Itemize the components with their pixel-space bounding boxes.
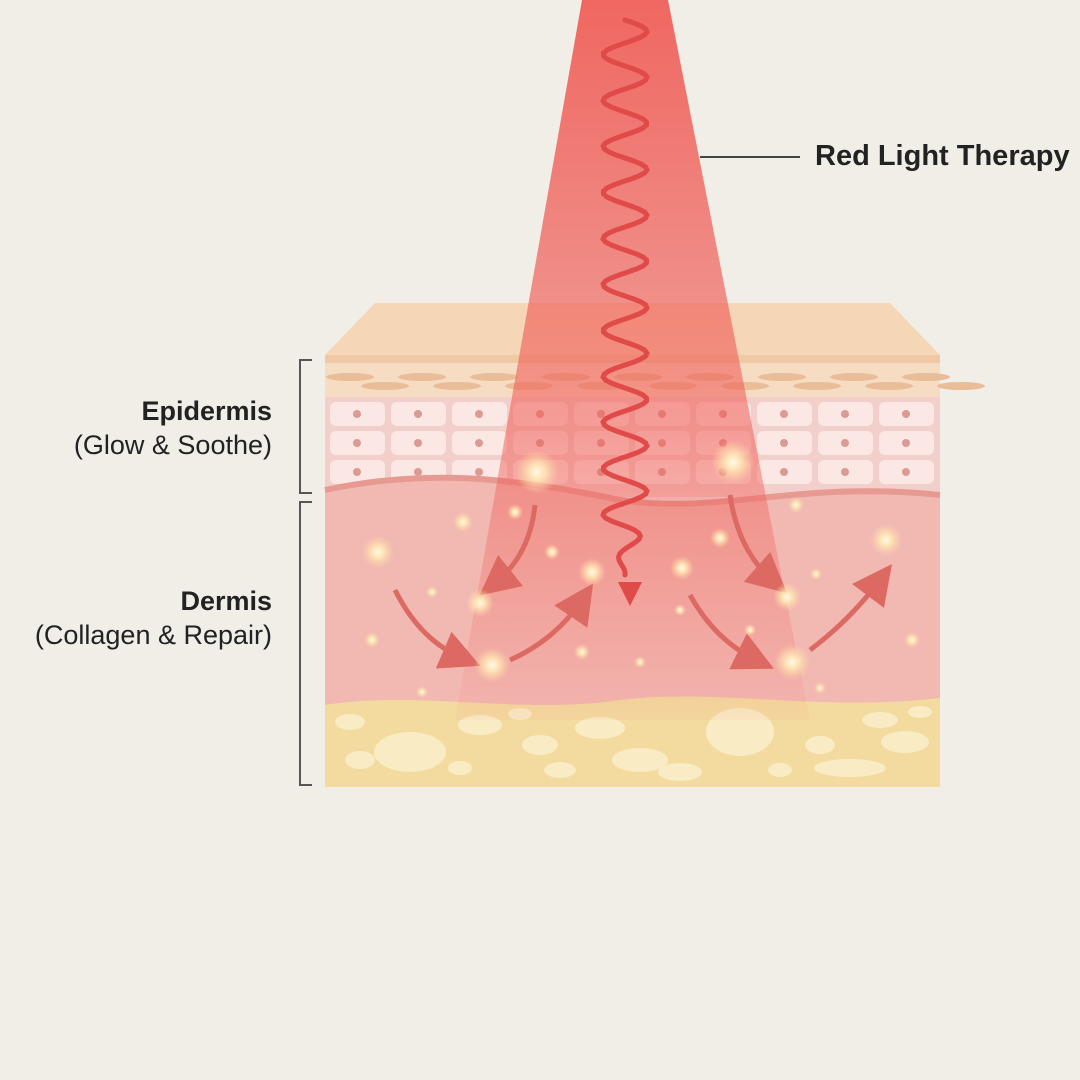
glow-particle — [788, 497, 804, 513]
fat-cell — [575, 717, 625, 739]
glow-particle — [810, 568, 822, 580]
cell-nucleus — [414, 439, 422, 447]
glow-particle — [710, 528, 730, 548]
surface-oval — [470, 373, 518, 381]
glow-particle — [670, 556, 694, 580]
energy-arrow — [479, 504, 538, 596]
energy-arrow — [687, 593, 774, 670]
cell-nucleus — [841, 439, 849, 447]
glow-particle — [574, 644, 590, 660]
glow-particle — [904, 632, 920, 648]
glow-particle — [674, 604, 686, 616]
epidermis-title: Epidermis — [141, 396, 272, 426]
cell-nucleus — [841, 468, 849, 476]
fat-cell — [805, 736, 835, 754]
energy-arrow — [392, 588, 481, 669]
cell-nucleus — [902, 468, 910, 476]
glow-particle — [544, 544, 560, 560]
surface-oval — [326, 373, 374, 381]
fat-cell — [814, 759, 886, 777]
epidermis-bracket — [299, 359, 312, 494]
fat-cell — [448, 761, 472, 775]
epidermis-label: Epidermis (Glow & Soothe) — [74, 394, 272, 462]
cell-nucleus — [780, 468, 788, 476]
surface-oval — [937, 382, 985, 390]
cell-nucleus — [902, 439, 910, 447]
fat-cell — [374, 732, 446, 772]
glow-particle — [711, 440, 755, 484]
fat-cell — [908, 706, 932, 718]
cell-nucleus — [841, 410, 849, 418]
fat-cell — [522, 735, 558, 755]
red-light-therapy-label: Red Light Therapy — [815, 140, 1070, 172]
cell-nucleus — [475, 410, 483, 418]
surface-oval — [433, 382, 481, 390]
fat-cell — [862, 712, 898, 728]
dermis-title: Dermis — [180, 586, 272, 616]
fat-cell — [345, 751, 375, 769]
fat-cell — [612, 748, 668, 772]
cell-nucleus — [780, 439, 788, 447]
glow-particle — [426, 586, 438, 598]
fat-cell — [768, 763, 792, 777]
dermis-label: Dermis (Collagen & Repair) — [35, 584, 272, 652]
cell-nucleus — [475, 439, 483, 447]
energy-arrows — [392, 494, 893, 670]
light-wave — [600, 17, 650, 578]
glow-particle — [466, 589, 494, 617]
glow-particle — [773, 583, 801, 611]
cell-nucleus — [780, 410, 788, 418]
cell-nucleus — [353, 410, 361, 418]
wave-arrowhead — [618, 582, 642, 606]
surface-oval — [830, 373, 878, 381]
fat-cell — [881, 731, 929, 753]
cell-nucleus — [353, 439, 361, 447]
fat-cell — [544, 762, 576, 778]
glow-particle — [578, 558, 606, 586]
glow-particle — [814, 682, 826, 694]
fat-cell — [658, 763, 702, 781]
glow-particle — [362, 536, 394, 568]
cell-nucleus — [414, 468, 422, 476]
energy-arrow — [808, 564, 893, 652]
cell-nucleus — [353, 468, 361, 476]
surface-oval — [865, 382, 913, 390]
glow-particle — [744, 624, 756, 636]
surface-oval — [398, 373, 446, 381]
dermis-subtitle: (Collagen & Repair) — [34, 620, 272, 650]
glow-particles — [362, 440, 920, 698]
glow-particle — [774, 644, 810, 680]
surface-oval — [902, 373, 950, 381]
glow-particle — [364, 632, 380, 648]
fat-cell — [335, 714, 365, 730]
surface-oval — [793, 382, 841, 390]
surface-oval — [758, 373, 806, 381]
energy-arrow — [508, 583, 594, 663]
dermis-bracket — [299, 501, 312, 786]
glow-particle — [634, 656, 646, 668]
glow-particle — [453, 512, 473, 532]
cell-nucleus — [414, 410, 422, 418]
surface-oval — [361, 382, 409, 390]
glow-particle — [870, 524, 902, 556]
glow-particle — [474, 647, 510, 683]
glow-particle — [507, 504, 523, 520]
cell-nucleus — [902, 410, 910, 418]
epidermis-subtitle: (Glow & Soothe) — [73, 430, 272, 460]
glow-particle — [416, 686, 428, 698]
cell-nucleus — [475, 468, 483, 476]
energy-arrow — [727, 494, 787, 594]
glow-particle — [515, 450, 559, 494]
